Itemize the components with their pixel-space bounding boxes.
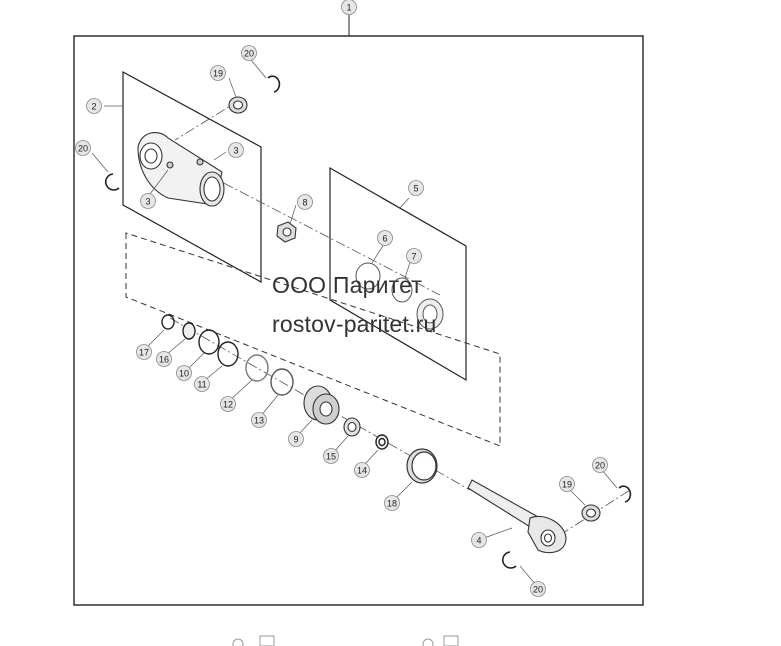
callout-c13: 13 [251,412,267,428]
watermark-website: rostov-paritet.ru [272,311,437,337]
callout-c9: 9 [288,431,304,447]
callout-number: 15 [326,452,336,462]
seal-stack [161,314,294,396]
callout-bubble [530,581,546,597]
bushing-top [228,96,248,114]
callout-number: 4 [476,536,481,546]
callout-c5: 5 [408,180,424,196]
callout-bubble [228,142,244,158]
callout-number: 20 [595,461,605,471]
callout-number: 1 [346,3,351,13]
callout-c14: 14 [354,462,370,478]
callout-c18: 18 [384,495,400,511]
callout-bubble [592,457,608,473]
callout-number: 2 [91,102,96,112]
cropped-footer-legend [232,635,459,646]
callout-number: 19 [213,69,223,79]
callout-bubble [288,431,304,447]
callout-bubble [297,194,313,210]
callout-c10: 10 [176,365,192,381]
callout-number: 18 [387,499,397,509]
barrel-group-panel [122,70,262,284]
callout-bubble [86,98,102,114]
callout-c15: 15 [323,448,339,464]
callout-c19b: 19 [559,476,575,492]
callout-c20d: 20 [530,581,546,597]
bushing-bottom [581,504,601,522]
callout-number: 19 [562,480,572,490]
callout-c7: 7 [406,248,422,264]
callout-c12: 12 [220,396,236,412]
callout-number: 6 [382,234,387,244]
callout-bubble [241,45,257,61]
callout-c3a: 3 [228,142,244,158]
callout-number: 20 [533,585,543,595]
seal-kit-panel [329,166,467,382]
callout-bubble [194,376,210,392]
callout-number: 10 [179,369,189,379]
callout-c20c: 20 [592,457,608,473]
center-axis-line [159,149,441,296]
callout-c3b: 3 [140,193,156,209]
callout-bubble [220,396,236,412]
callout-c17: 17 [136,344,152,360]
snap-ring-left [104,173,120,191]
callout-bubble [323,448,339,464]
callout-c2: 2 [86,98,102,114]
wear-ring-sleeve [343,417,361,437]
callout-bubble [210,65,226,81]
callout-c20a: 20 [241,45,257,61]
callout-bubble [176,365,192,381]
snap-ring-right [618,485,632,503]
callout-number: 9 [293,435,298,445]
callout-bubble [408,180,424,196]
callout-bubble [341,0,357,15]
callout-bubble [384,495,400,511]
callout-bubble [406,248,422,264]
callout-number: 12 [223,400,233,410]
callout-bubble [354,462,370,478]
callout-number: 16 [159,355,169,365]
callout-c20b: 20 [75,140,91,156]
callout-number: 7 [411,252,416,262]
snap-ring-bottom [501,551,517,569]
callout-number: 8 [302,198,307,208]
callout-c1: 1 [341,0,357,15]
callout-number: 11 [197,380,206,390]
callout-number: 3 [145,197,150,207]
callout-number: 20 [244,49,254,59]
callout-c19a: 19 [210,65,226,81]
callout-bubble [251,412,267,428]
callout-c11: 11 [194,376,210,392]
callout-bubble [471,532,487,548]
cylinder-barrel [137,132,225,207]
back-up-ring [375,434,389,450]
callout-number: 17 [139,348,149,358]
gland-seal [406,448,438,484]
callout-bubble [136,344,152,360]
callout-c6: 6 [377,230,393,246]
assembly-frame [73,35,644,606]
seal-kit-rings [355,262,444,330]
callout-bubble [156,351,172,367]
callout-c8: 8 [297,194,313,210]
callout-number: 5 [413,184,418,194]
snap-ring-top [267,75,281,93]
dashed-seal-kit-panel [125,232,501,447]
watermark-company-name: ООО Паритет [272,272,423,298]
callout-number: 20 [78,144,88,154]
callout-number: 13 [254,416,264,426]
callout-number: 3 [233,146,238,156]
callout-bubble [75,140,91,156]
callout-c16: 16 [156,351,172,367]
callout-bubble [377,230,393,246]
piston-rod [467,479,567,554]
callout-number: 14 [357,466,367,476]
callout-bubble [559,476,575,492]
callout-c4: 4 [471,532,487,548]
piston [303,385,340,425]
piston-nut [276,221,297,243]
callout-bubble [140,193,156,209]
